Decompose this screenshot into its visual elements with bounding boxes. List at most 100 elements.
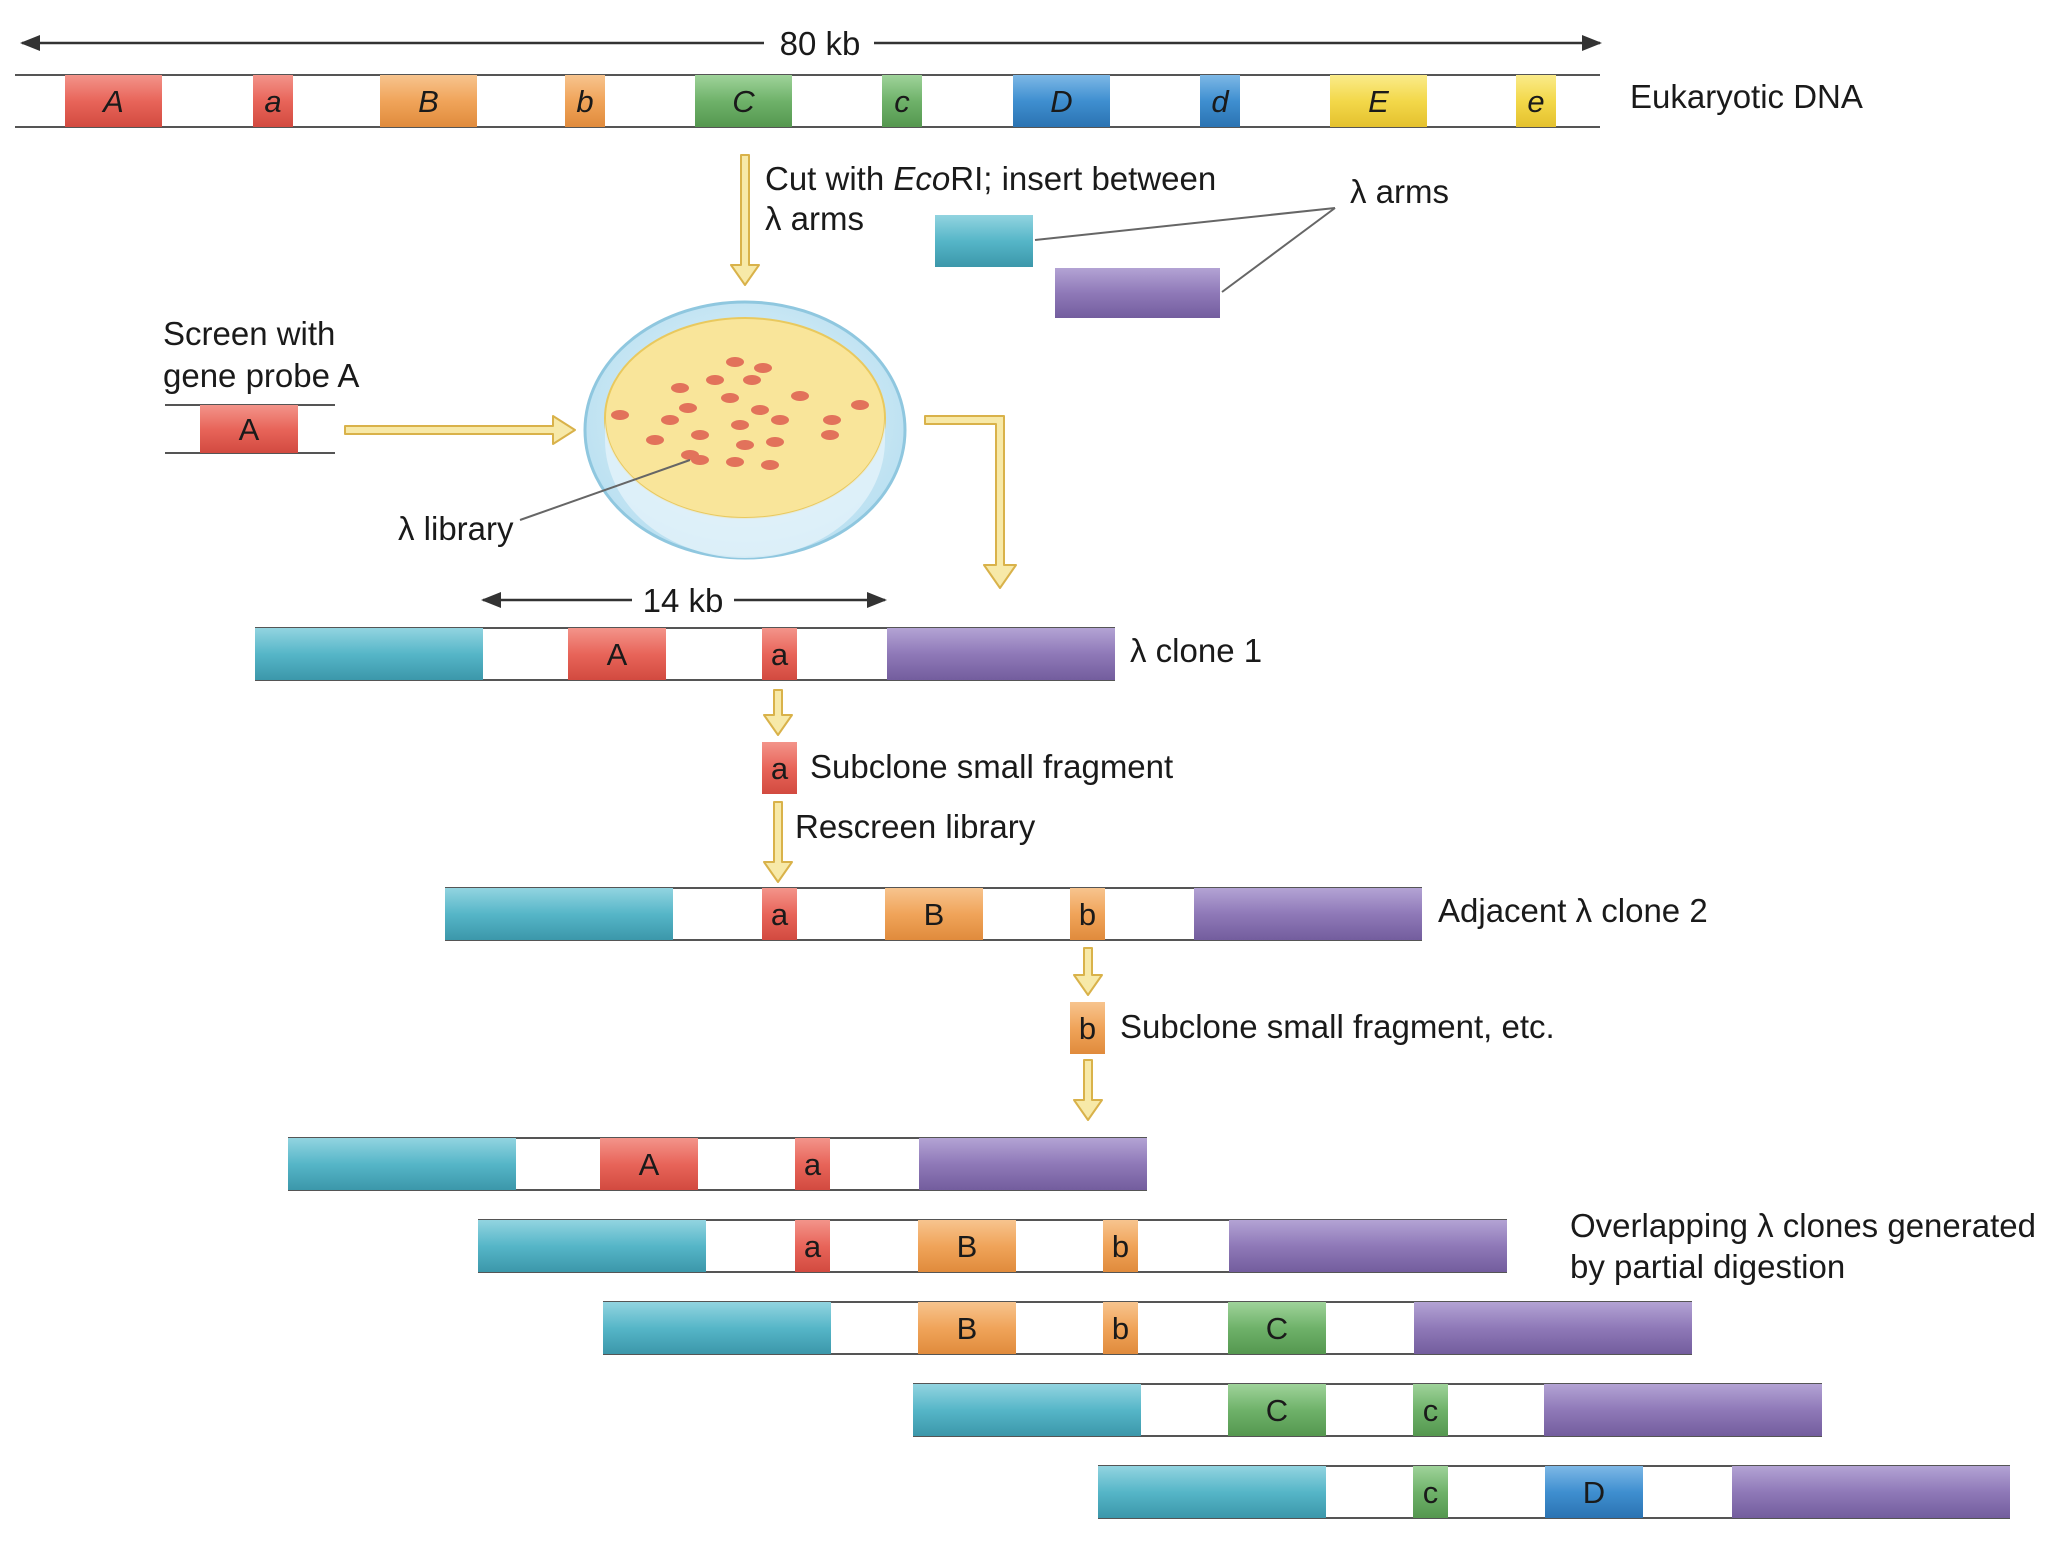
colony-21: [726, 457, 744, 467]
overlap-clone-3-gene-B-0: [918, 1302, 1016, 1354]
colony-22: [691, 455, 709, 465]
top-gene-b-3: [565, 75, 605, 127]
top-gene-e-9: [1516, 75, 1556, 127]
colony-23: [761, 460, 779, 470]
colony-6: [791, 391, 809, 401]
clone2-left-arm: [445, 888, 673, 940]
overlap-clone-2-gene-b-2: [1103, 1220, 1138, 1272]
overlap-clone-3-gene-b-1: [1103, 1302, 1138, 1354]
clone1-gene-a-1-label: a: [771, 637, 789, 672]
top-gene-C-4-label: C: [732, 84, 755, 119]
probe-label-line1: Screen with: [163, 315, 335, 352]
top-gene-D-6: [1013, 75, 1110, 127]
clone1-gene-A-0: [568, 628, 666, 680]
colony-16: [736, 440, 754, 450]
overlap-clone-3-right-arm: [1414, 1302, 1692, 1354]
colony-5: [721, 393, 739, 403]
library-pointer: [519, 459, 691, 521]
overlap-clone-5-left-arm: [1098, 1466, 1326, 1518]
overlap-clone-4-left-arm: [913, 1384, 1141, 1436]
overlap-clone-3-left-arm: [603, 1302, 831, 1354]
scale-14kb-label: 14 kb: [643, 582, 724, 619]
scale-80kb-label-bg: [764, 22, 874, 62]
top-gene-c-5: [882, 75, 922, 127]
clone2-gene-a-0: [762, 888, 797, 940]
clone2-right-arm: [1194, 888, 1422, 940]
overlap-clone-2-gene-a-0-label: a: [804, 1229, 822, 1264]
top-gene-c-5-label: c: [894, 84, 910, 119]
top-gene-e-9-label: e: [1527, 84, 1544, 119]
top-gene-B-2-label: B: [418, 84, 439, 119]
overlap-label-line1: Overlapping λ clones generated: [1570, 1207, 2036, 1244]
scale-80kb-label: 80 kb: [780, 25, 861, 62]
overlap-clone-1-gene-a-1-label: a: [804, 1147, 822, 1182]
lambda-arms-pointer-1: [1034, 207, 1336, 241]
overlap-clone-5-right-arm: [1732, 1466, 2010, 1518]
colony-17: [766, 437, 784, 447]
petri-agar: [604, 317, 886, 519]
overlap-clone-5-gene-c-0: [1413, 1466, 1448, 1518]
overlap-clone-1-gene-A-0: [600, 1138, 698, 1190]
top-gene-a-1-label: a: [264, 84, 281, 119]
lambda-arms-pointer-2: [1221, 207, 1336, 293]
clone1-gene-a-1: [762, 628, 797, 680]
overlap-label-line2: by partial digestion: [1570, 1248, 1845, 1285]
arrow-clone2-down: [1073, 947, 1103, 996]
subclone1-segment-label: a: [771, 751, 789, 786]
lambda-arm-right: [1055, 268, 1220, 318]
top-gene-E-8: [1330, 75, 1427, 127]
top-gene-D-6-label: D: [1050, 84, 1072, 119]
top-gene-B-2: [380, 75, 477, 127]
overlap-clone-4-gene-c-1-label: c: [1423, 1393, 1439, 1428]
top-gene-C-4: [695, 75, 792, 127]
cut-step-post: RI; insert between: [950, 160, 1216, 197]
colony-15: [691, 430, 709, 440]
top-gene-A-0: [65, 75, 162, 127]
overlap-clone-2-gene-a-0: [795, 1220, 830, 1272]
colony-10: [661, 415, 679, 425]
overlap-clone-2-gene-b-2-label: b: [1112, 1229, 1129, 1264]
top-gene-A-0-label: A: [101, 84, 124, 119]
top-gene-d-7: [1200, 75, 1240, 127]
top-gene-a-1: [253, 75, 293, 127]
colony-2: [706, 375, 724, 385]
colony-13: [823, 415, 841, 425]
overlap-clone-4-gene-C-0: [1228, 1384, 1326, 1436]
colony-0: [726, 357, 744, 367]
arrow-clone1-down: [763, 689, 793, 736]
overlap-clone-1-right-arm: [919, 1138, 1147, 1190]
clone1-right-arm: [887, 628, 1115, 680]
overlap-clone-2-gene-B-1: [918, 1220, 1016, 1272]
colony-14: [851, 400, 869, 410]
arrow-probe-to-dish: [344, 415, 576, 445]
overlap-clone-1-gene-a-1: [795, 1138, 830, 1190]
arrow-rescreen-down: [763, 801, 793, 883]
clone2-gene-b-2: [1070, 888, 1105, 940]
overlap-clone-2-gene-B-1-label: B: [957, 1229, 978, 1264]
top-gene-b-3-label: b: [576, 84, 593, 119]
arrow-etc-down: [1073, 1059, 1103, 1121]
cut-step-enzyme: Eco: [893, 160, 950, 197]
overlap-clone-2-left-arm: [478, 1220, 706, 1272]
cut-step-line1: Cut with EcoRI; insert between: [765, 160, 1216, 197]
subclone2-label: Subclone small fragment, etc.: [1120, 1008, 1555, 1045]
clone2-gene-B-1-label: B: [924, 897, 945, 932]
arrow-dish-to-clone1: [924, 415, 1017, 589]
top-gene-d-7-label: d: [1211, 84, 1230, 119]
overlap-clone-3-gene-B-0-label: B: [957, 1311, 978, 1346]
probe-segment-A: [200, 405, 298, 453]
top-gene-E-8-label: E: [1368, 84, 1389, 119]
colony-18: [821, 430, 839, 440]
library-label: λ library: [398, 510, 514, 547]
overlap-clone-1-left-arm: [288, 1138, 516, 1190]
colony-12: [771, 415, 789, 425]
arrow-cut-down: [730, 154, 760, 286]
overlap-clone-1-gene-A-0-label: A: [639, 1147, 660, 1182]
overlap-clone-5-gene-c-0-label: c: [1423, 1475, 1439, 1510]
overlap-clone-4-right-arm: [1544, 1384, 1822, 1436]
cut-step-pre: Cut with: [765, 160, 893, 197]
colony-1: [754, 363, 772, 373]
overlap-clone-3-gene-C-2: [1228, 1302, 1326, 1354]
